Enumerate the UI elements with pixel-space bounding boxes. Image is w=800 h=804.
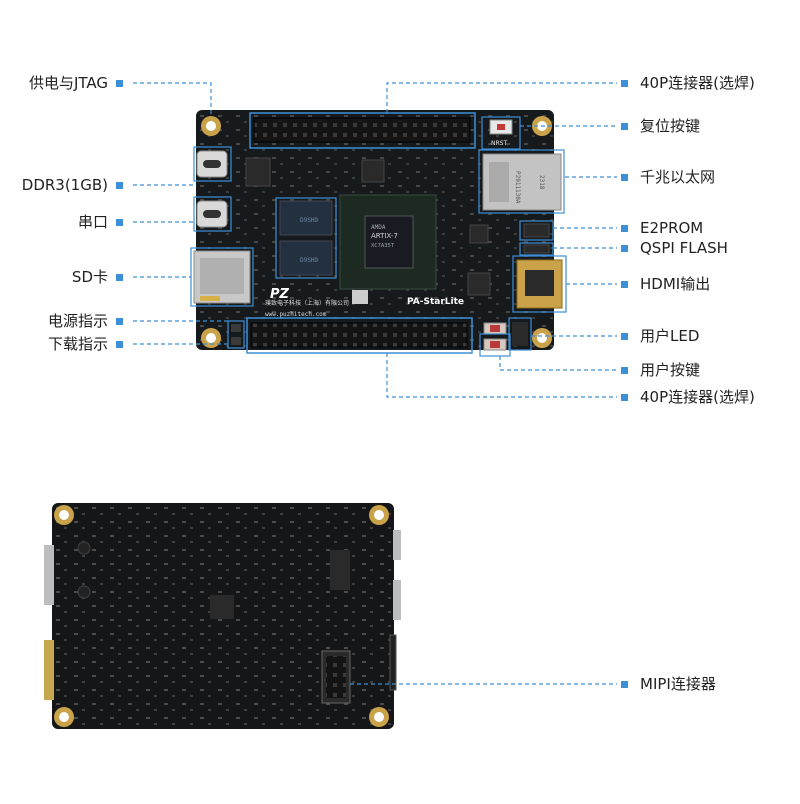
mounting-hole xyxy=(532,328,552,348)
bullet-square xyxy=(621,333,628,340)
silk-brand: PZ xyxy=(270,287,290,302)
bullet-square xyxy=(621,174,628,181)
bullet-square xyxy=(116,274,123,281)
ddr3-chip xyxy=(279,240,333,276)
label-reset: 复位按键 xyxy=(640,117,701,135)
header-top-pins xyxy=(253,117,471,143)
label-ddr3: DDR3(1GB) xyxy=(21,176,108,194)
mounting-hole xyxy=(369,707,389,727)
eth-model: P2911130A xyxy=(514,171,521,204)
ddr3-chip xyxy=(279,200,333,236)
bullet-square xyxy=(621,225,628,232)
hdmi-connector xyxy=(516,259,563,309)
label-ethernet: 千兆以太网 xyxy=(640,168,716,186)
bullet-square xyxy=(116,219,123,226)
label-header-top: 40P连接器(选焊) xyxy=(640,74,755,92)
svg-text:D9SHD: D9SHD xyxy=(300,217,318,224)
label-download-led: 下载指示 xyxy=(47,335,108,353)
silk-url: www.puzhitech.com xyxy=(265,311,327,318)
silk-model: PA-StarLite xyxy=(407,297,464,307)
eth-date: 2318 xyxy=(538,175,545,190)
board-bottom-side xyxy=(44,503,401,729)
leader-lines xyxy=(133,82,617,685)
label-sd: SD卡 xyxy=(71,268,108,286)
svg-text:D9SHD: D9SHD xyxy=(300,257,318,264)
mounting-hole xyxy=(201,116,221,136)
bullet-square xyxy=(621,394,628,401)
label-jtag: 供电与JTAG xyxy=(28,74,108,92)
rst-silk: NRST xyxy=(491,140,507,147)
download-led xyxy=(231,337,241,345)
bullet-square xyxy=(116,318,123,325)
mounting-hole xyxy=(201,328,221,348)
bullet-square xyxy=(116,80,123,87)
header-bottom-pins xyxy=(250,322,468,348)
bullet-square xyxy=(621,367,628,374)
label-power-led: 电源指示 xyxy=(47,312,108,330)
power-led xyxy=(231,324,241,332)
mounting-hole xyxy=(54,707,74,727)
mounting-hole xyxy=(54,505,74,525)
board-top-side: D9SHD D9SHD AMDA ARTIX-7 XC7A35T NRST P2… xyxy=(190,110,567,357)
label-e2prom: E2PROM xyxy=(640,219,704,237)
chip-name: ARTIX-7 xyxy=(371,232,398,240)
label-qspi: QSPI FLASH xyxy=(640,239,728,257)
e2prom-chip xyxy=(523,223,550,238)
fpga-chip xyxy=(364,215,414,269)
user-led xyxy=(512,322,528,346)
header-top-outline xyxy=(249,112,476,149)
label-header-bottom: 40P连接器(选焊) xyxy=(640,388,755,406)
label-mipi: MIPI连接器 xyxy=(640,675,716,693)
bullet-square xyxy=(116,341,123,348)
qspi-flash-chip xyxy=(523,244,550,254)
label-user-key: 用户按键 xyxy=(640,361,701,379)
label-hdmi: HDMI输出 xyxy=(640,275,711,293)
bullet-square xyxy=(621,123,628,130)
chip-brand: AMDA xyxy=(371,224,386,231)
bullet-square xyxy=(116,182,123,189)
silk-company: 璞致电子科技（上海）有限公司 xyxy=(265,299,349,307)
mounting-hole xyxy=(369,505,389,525)
bullet-square xyxy=(621,245,628,252)
bullet-square xyxy=(621,281,628,288)
bullet-square xyxy=(621,80,628,87)
bullet-square xyxy=(621,681,628,688)
chip-part: XC7A35T xyxy=(371,243,395,249)
label-uart: 串口 xyxy=(77,213,108,231)
label-user-led: 用户LED xyxy=(640,327,700,345)
header-bottom-outline xyxy=(246,317,473,354)
